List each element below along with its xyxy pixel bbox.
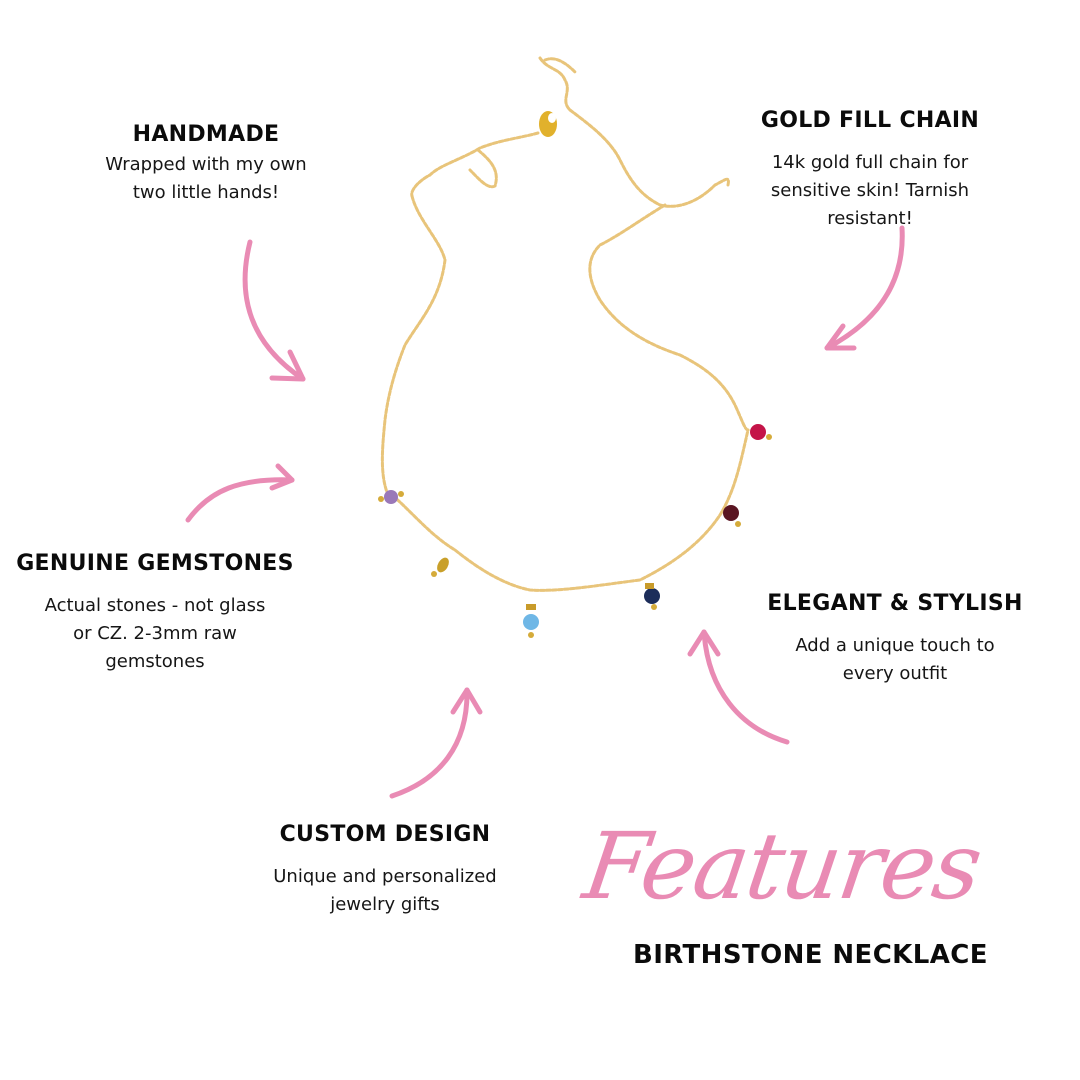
description-line: Add a unique touch to bbox=[795, 635, 995, 656]
feature-heading: HANDMADE bbox=[132, 122, 280, 147]
description-line: Wrapped with my own bbox=[105, 154, 307, 175]
description-line: jewelry gifts bbox=[330, 894, 440, 915]
description-line: gemstones bbox=[105, 651, 205, 672]
feature-description: Add a unique touch to every outfit bbox=[745, 632, 1045, 688]
feature-description: Wrapped with my own two little hands! bbox=[56, 151, 356, 207]
feature-elegant-stylish: ELEGANT & STYLISH Add a unique touch to … bbox=[745, 591, 1045, 688]
feature-heading: GENUINE GEMSTONES bbox=[16, 551, 294, 576]
description-line: two little hands! bbox=[132, 182, 280, 203]
feature-heading: GOLD FILL CHAIN bbox=[760, 108, 980, 133]
description-line: every outfit bbox=[842, 663, 948, 684]
clasp-icon bbox=[539, 111, 557, 137]
description-line: sensitive skin! Tarnish bbox=[770, 180, 970, 201]
feature-gold-fill-chain: GOLD FILL CHAIN 14k gold full chain for … bbox=[735, 108, 1005, 233]
feature-description: Actual stones - not glass or CZ. 2-3mm r… bbox=[0, 592, 310, 676]
feature-heading: ELEGANT & STYLISH bbox=[767, 591, 1023, 616]
description-line: Unique and personalized bbox=[273, 866, 497, 887]
feature-heading: CUSTOM DESIGN bbox=[279, 822, 491, 847]
arrow-custom-design-icon bbox=[389, 687, 483, 799]
feature-handmade: HANDMADE Wrapped with my own two little … bbox=[56, 122, 356, 207]
script-title: Features bbox=[577, 813, 987, 920]
description-line: or CZ. 2-3mm raw bbox=[73, 623, 237, 644]
feature-description: 14k gold full chain for sensitive skin! … bbox=[735, 149, 1005, 233]
feature-custom-design: CUSTOM DESIGN Unique and personalized je… bbox=[235, 822, 535, 919]
feature-genuine-gemstones: GENUINE GEMSTONES Actual stones - not gl… bbox=[0, 551, 310, 676]
description-line: Actual stones - not glass bbox=[44, 595, 266, 616]
product-subtitle: BIRTHSTONE NECKLACE bbox=[633, 940, 988, 970]
description-line: 14k gold full chain for bbox=[771, 152, 969, 173]
description-line: resistant! bbox=[827, 208, 913, 229]
arrow-handmade-icon bbox=[242, 239, 306, 382]
arrow-gemstones-icon bbox=[185, 463, 295, 523]
arrow-gold-chain-icon bbox=[824, 225, 905, 351]
feature-description: Unique and personalized jewelry gifts bbox=[235, 863, 535, 919]
arrow-elegant-icon bbox=[687, 629, 790, 745]
